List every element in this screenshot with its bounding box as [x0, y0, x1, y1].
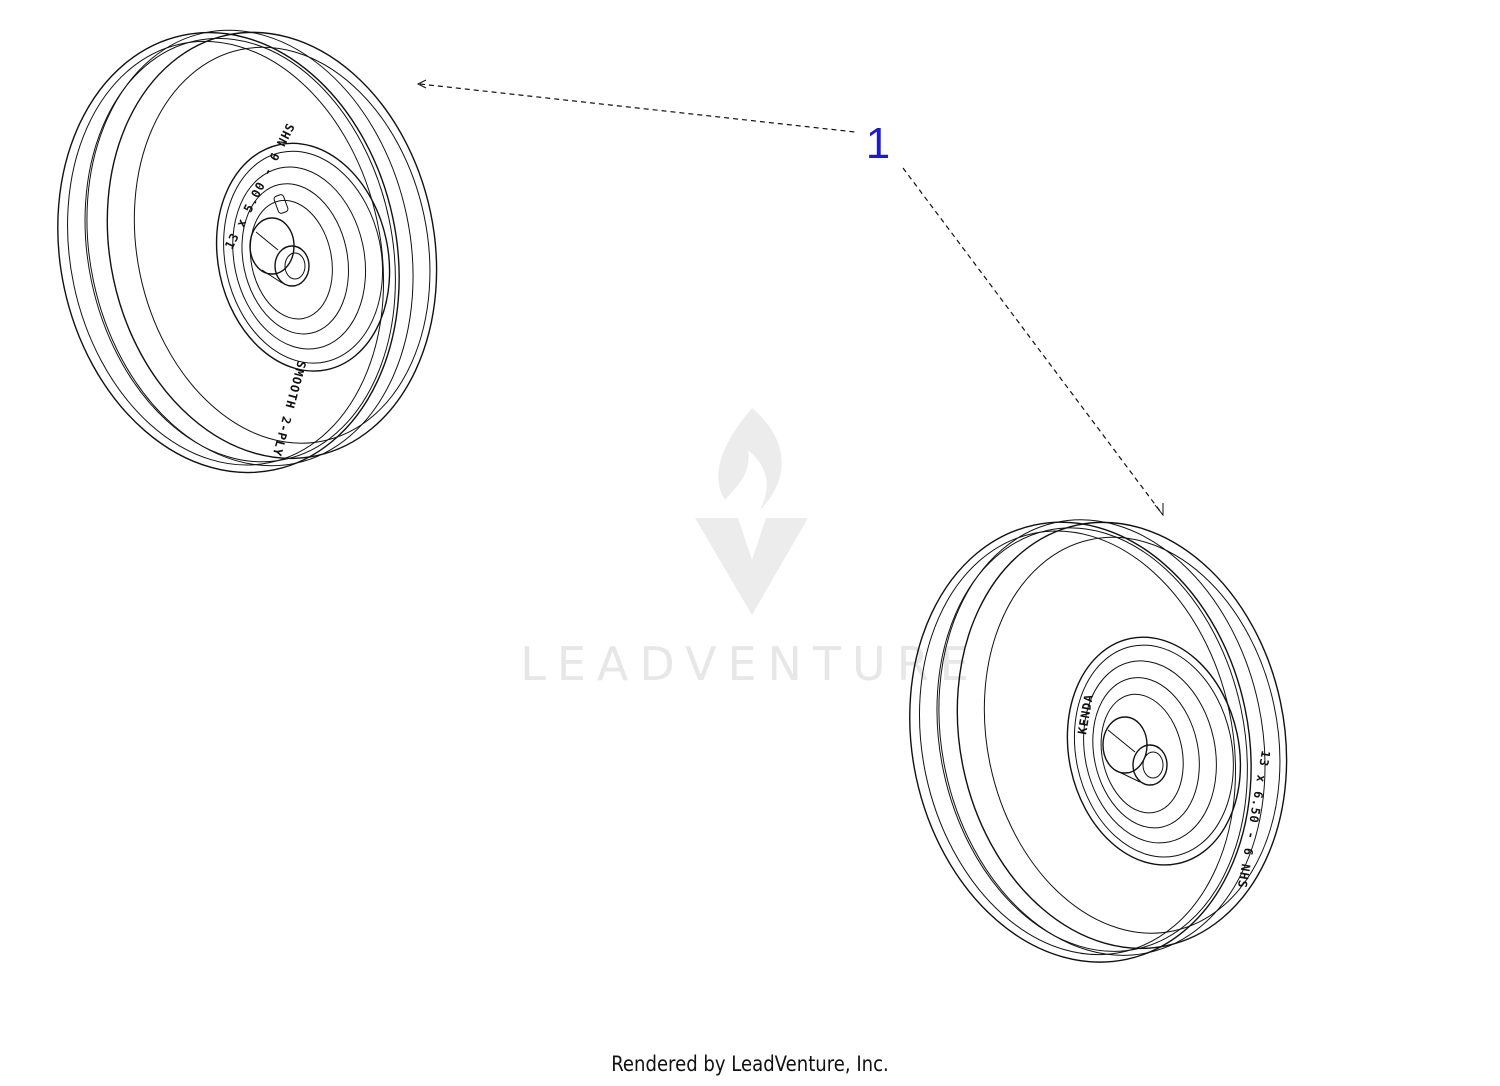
rim-ring-4 [1100, 693, 1184, 814]
tread-groove-1 [918, 530, 1237, 956]
valve-stem-icon [273, 194, 289, 214]
rim-ring-2 [1083, 660, 1217, 844]
tread-groove-1 [67, 40, 385, 466]
tire-sidewall [106, 31, 438, 460]
tire-tread-back [909, 521, 1252, 963]
rim-ring-1 [223, 150, 384, 364]
leader-arrow-left [416, 79, 427, 89]
sidewall-inner [133, 46, 431, 444]
tread-groove-3 [938, 519, 1266, 956]
watermark-text: LEADVENTURE [520, 637, 980, 691]
rim-ring-4 [249, 199, 333, 320]
callout-number[interactable]: 1 [866, 119, 890, 168]
v-logo-icon [695, 518, 808, 615]
hub-right [1102, 716, 1168, 786]
tire-sidewall [956, 521, 1288, 950]
flame-logo-icon [718, 408, 782, 510]
rim-ring-3 [241, 183, 350, 335]
footer-credit: Rendered by LeadVenture, Inc. [611, 1052, 889, 1076]
leader-line-right [902, 167, 1164, 516]
tire-tread-back [57, 31, 400, 474]
leadventure-watermark: LEADVENTURE [520, 408, 980, 691]
tread-groove-2 [84, 37, 396, 463]
tire-left[interactable]: 13 x 5.00 - 6 NHS SMOOTH 2-PLY [18, 0, 476, 505]
leader-arrow-right [1154, 503, 1164, 517]
hub-left [249, 217, 310, 287]
wheel-rim [1066, 636, 1242, 866]
sidewall-inner [983, 536, 1281, 934]
tread-groove-3 [86, 29, 414, 467]
rim-ring-2 [232, 166, 367, 350]
wheel-rim [215, 142, 391, 372]
rim-ring-3 [1092, 677, 1200, 829]
tire-size-label: 13 x 5.00 - 6 NHS [222, 120, 298, 251]
rim-ring-1 [1073, 644, 1234, 858]
tire-right[interactable]: 13 x 6.50 - 6 NHS KENDA [870, 483, 1326, 995]
leader-line-left [419, 83, 856, 133]
